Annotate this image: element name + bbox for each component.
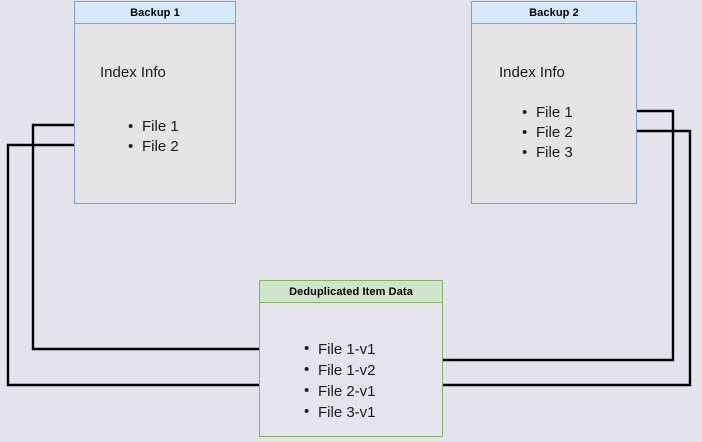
backup2-title: Backup 2 — [472, 2, 636, 24]
backup2-file-item: File 1 — [522, 103, 573, 123]
dedup-item: File 1-v1 — [304, 339, 376, 360]
backup2-body: Index Info File 1 File 2 File 3 — [472, 24, 636, 203]
backup1-title: Backup 1 — [75, 2, 235, 24]
backup1-file-item: File 2 — [128, 137, 179, 157]
backup1-body: Index Info File 1 File 2 — [75, 24, 235, 203]
backup2-box: Backup 2 Index Info File 1 File 2 File 3 — [471, 1, 637, 204]
backup2-file-item: File 3 — [522, 143, 573, 163]
dedup-item: File 2-v1 — [304, 381, 376, 402]
backup2-file-list: File 1 File 2 File 3 — [522, 103, 573, 163]
backup1-box: Backup 1 Index Info File 1 File 2 — [74, 1, 236, 204]
backup1-file-item: File 1 — [128, 117, 179, 137]
deduplicated-item-data-title: Deduplicated Item Data — [260, 281, 442, 303]
dedup-item-list: File 1-v1 File 1-v2 File 2-v1 File 3-v1 — [304, 339, 376, 423]
deduplicated-item-data-body: File 1-v1 File 1-v2 File 2-v1 File 3-v1 — [260, 303, 442, 436]
dedup-item: File 1-v2 — [304, 360, 376, 381]
backup2-index-info-label: Index Info — [499, 64, 565, 81]
deduplicated-item-data-box: Deduplicated Item Data File 1-v1 File 1-… — [259, 280, 443, 437]
backup2-file-item: File 2 — [522, 123, 573, 143]
backup1-file-list: File 1 File 2 — [128, 117, 179, 157]
dedup-item: File 3-v1 — [304, 402, 376, 423]
backup1-index-info-label: Index Info — [100, 64, 166, 81]
